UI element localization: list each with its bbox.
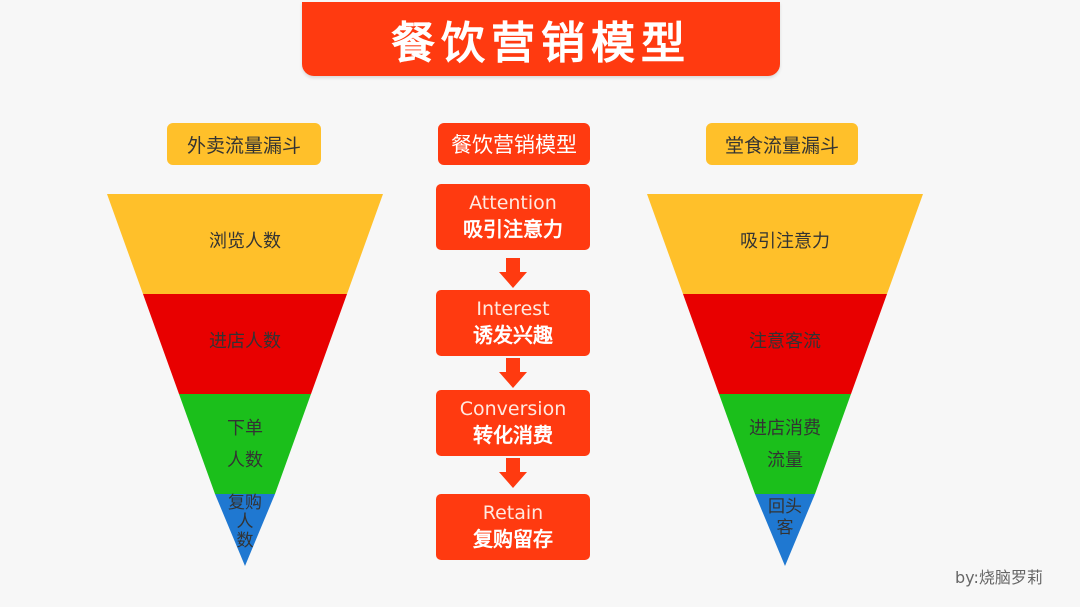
right-funnel-level-3 (719, 394, 851, 494)
left-funnel-text-3b: 人数 (227, 450, 263, 471)
right-funnel-level-4 (755, 494, 815, 566)
right-funnel-text-1: 吸引注意力 (740, 231, 830, 252)
stage-interest: Interest 诱发兴趣 (436, 290, 590, 356)
left-funnel-level-2 (143, 294, 347, 394)
left-funnel-text-4b: 人 (236, 512, 254, 532)
stage-retain-zh: 复购留存 (473, 527, 553, 551)
left-funnel-text-4c: 数 (236, 531, 254, 551)
left-funnel-level-3 (179, 394, 311, 494)
left-funnel-level-1 (107, 194, 383, 294)
stage-conversion-en: Conversion (459, 398, 567, 420)
left-funnel-text-2: 进店人数 (209, 331, 281, 352)
right-funnel-text-4b: 客 (776, 518, 794, 538)
right-funnel-text-2: 注意客流 (749, 331, 821, 352)
stage-retain: Retain 复购留存 (436, 494, 590, 560)
arrow-down-icon (499, 458, 527, 488)
title-banner: 餐饮营销模型 (302, 2, 780, 76)
stage-interest-en: Interest (476, 298, 550, 320)
right-funnel-label-text: 堂食流量漏斗 (724, 134, 839, 157)
right-funnel-level-2 (683, 294, 887, 394)
stage-attention-en: Attention (469, 192, 557, 214)
right-funnel-level-1 (647, 194, 923, 294)
left-funnel-text-3a: 下单 (227, 418, 263, 439)
right-funnel-text-3b: 流量 (767, 450, 803, 471)
center-model-label: 餐饮营销模型 (438, 123, 590, 165)
author-credit: by:烧脑罗莉 (955, 568, 1043, 587)
stage-conversion-zh: 转化消费 (473, 423, 553, 447)
right-funnel-text-3a: 进店消费 (749, 418, 821, 439)
right-funnel-label: 堂食流量漏斗 (706, 123, 858, 165)
center-model-label-text: 餐饮营销模型 (451, 133, 577, 157)
stage-conversion: Conversion 转化消费 (436, 390, 590, 456)
arrow-down-icon (499, 358, 527, 388)
left-funnel-label-text: 外卖流量漏斗 (186, 134, 301, 157)
left-funnel-text-4a: 复购 (228, 493, 262, 513)
arrow-down-icon (499, 258, 527, 288)
right-funnel-text-4a: 回头 (768, 497, 802, 517)
stage-interest-zh: 诱发兴趣 (473, 323, 553, 347)
stage-retain-en: Retain (482, 502, 544, 524)
page-title: 餐饮营销模型 (391, 18, 691, 69)
stage-attention: Attention 吸引注意力 (436, 184, 590, 250)
left-funnel-label: 外卖流量漏斗 (167, 123, 321, 165)
left-funnel-level-4 (215, 494, 275, 566)
left-funnel-text-1: 浏览人数 (209, 231, 281, 252)
stage-attention-zh: 吸引注意力 (463, 217, 563, 241)
